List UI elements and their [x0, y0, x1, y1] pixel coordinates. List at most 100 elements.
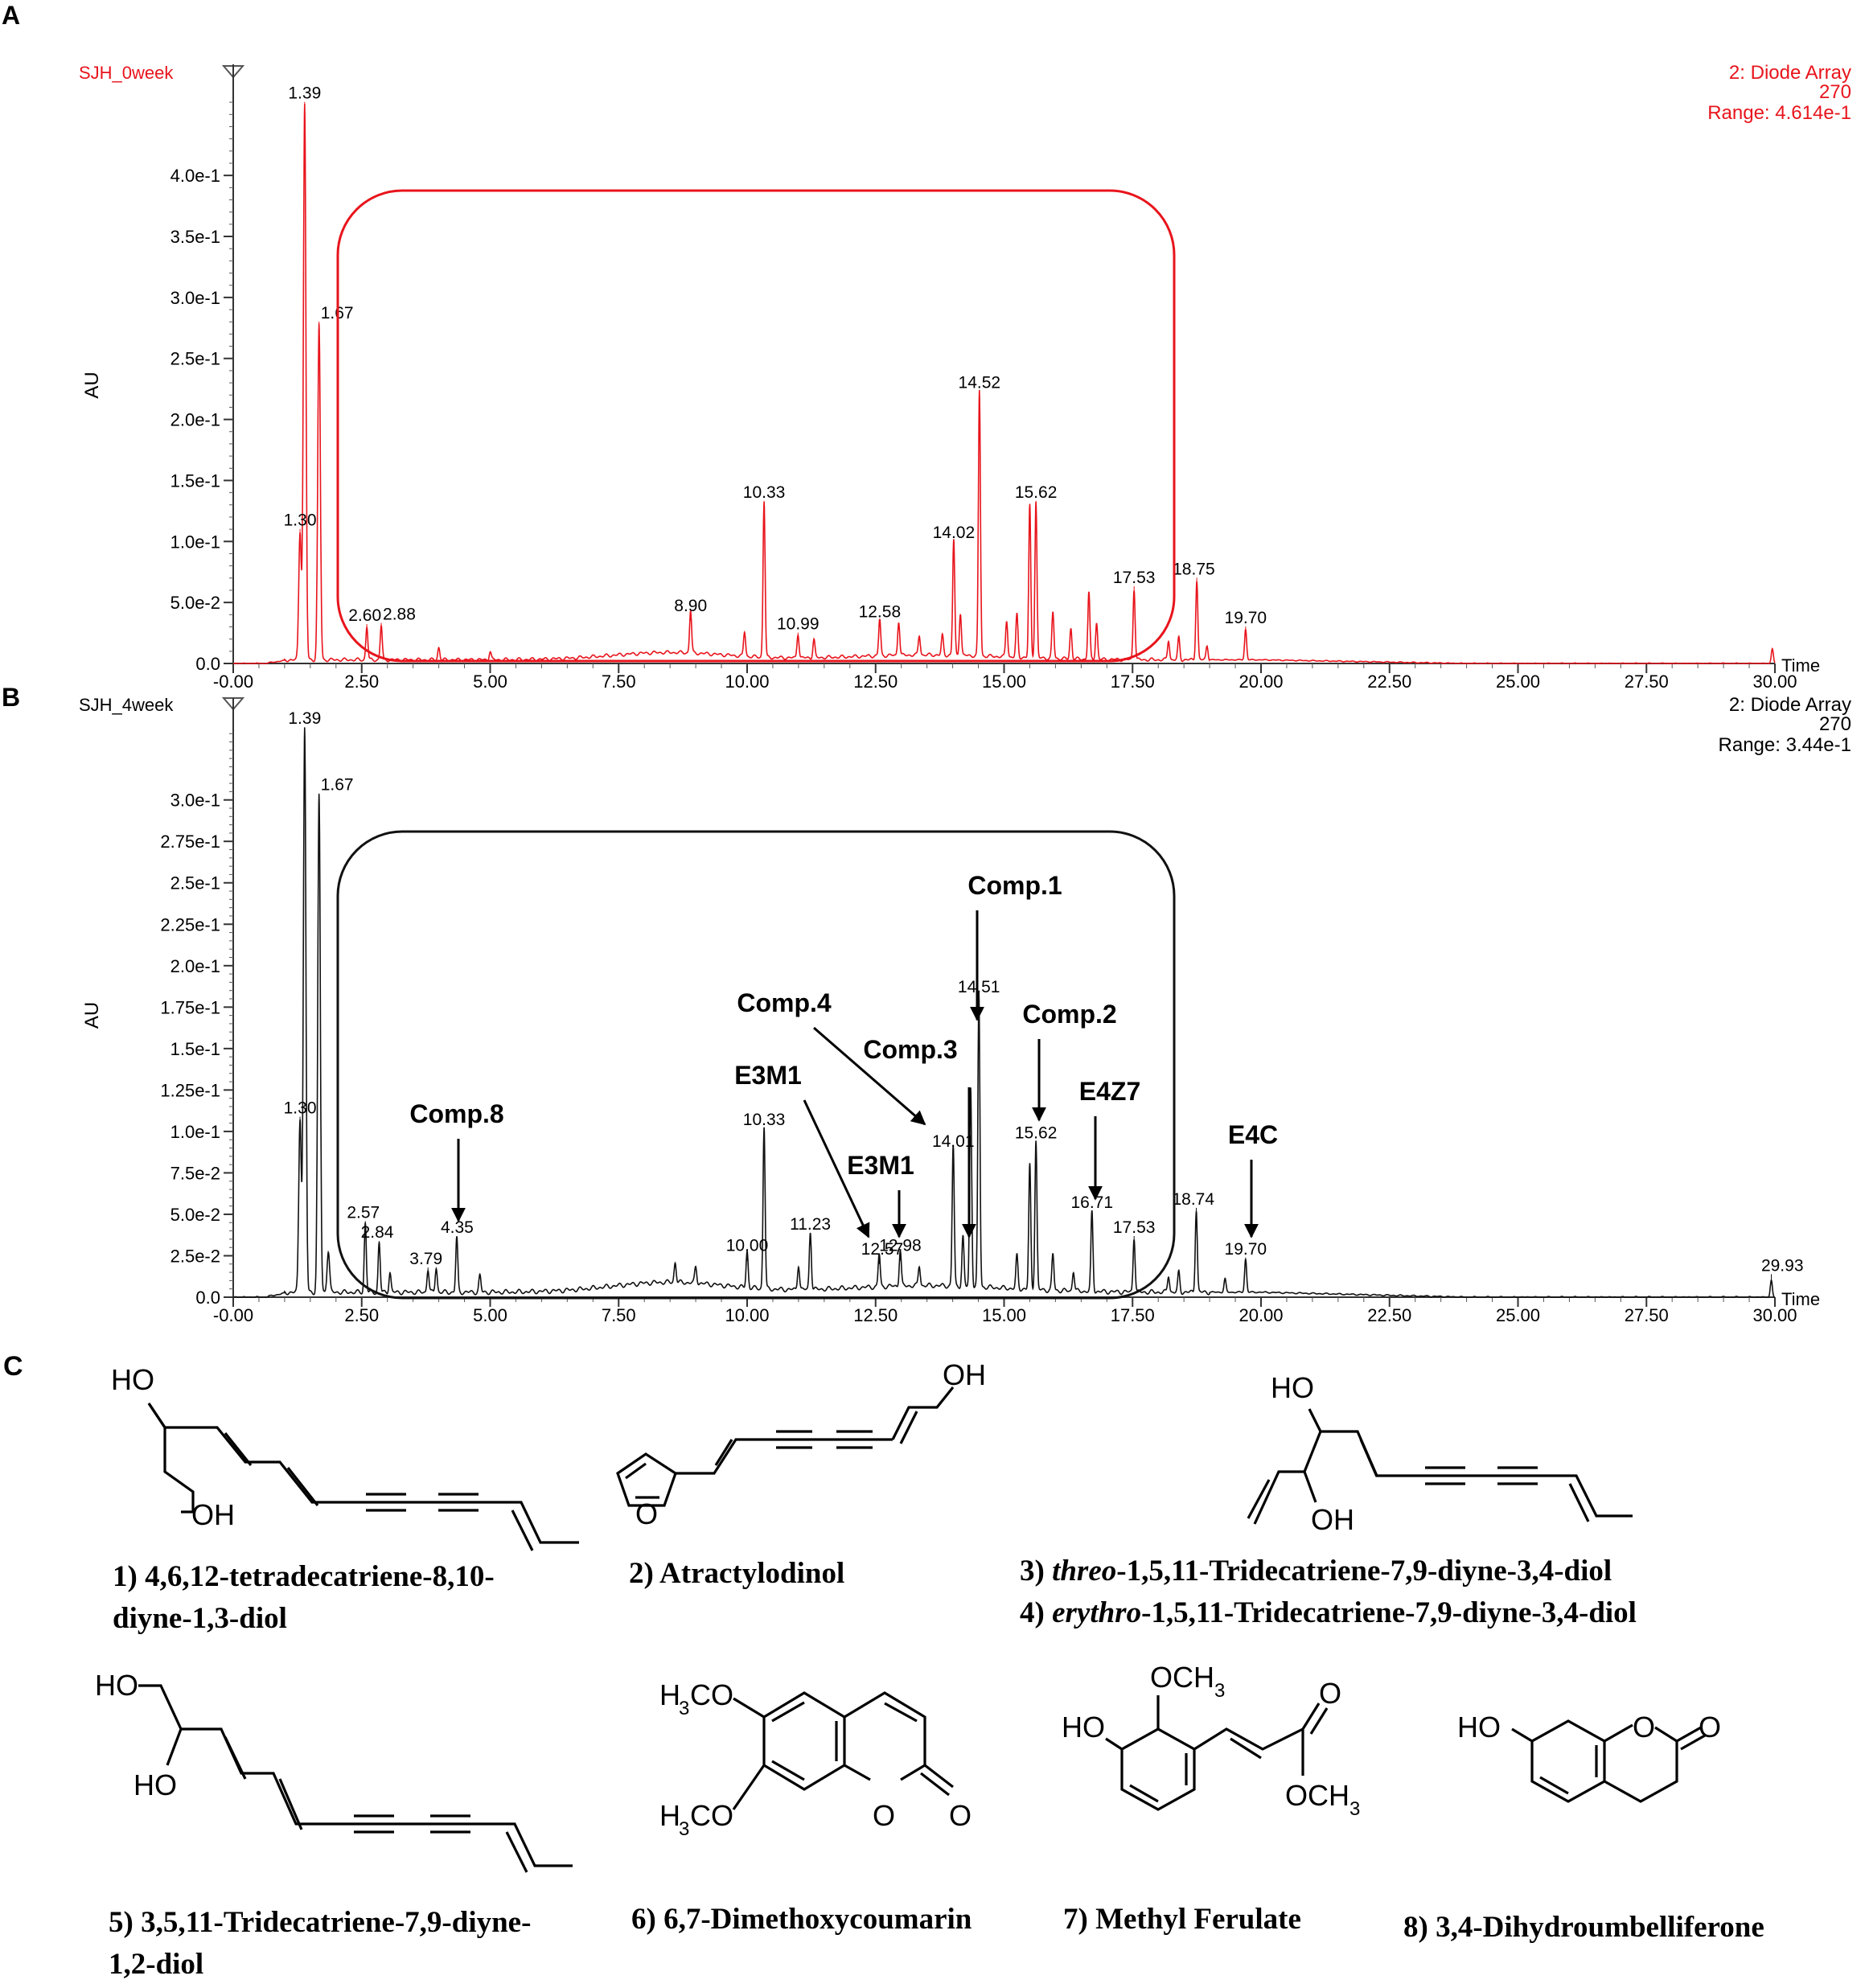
annotation-label: Comp.2: [1022, 1000, 1116, 1029]
bond-line: [138, 1684, 183, 1766]
peak-label: 14.52: [959, 373, 1001, 392]
peak-label: 10.99: [777, 615, 820, 634]
caption-compound-8: 8) 3,4-Dihydroumbelliferone: [1403, 1910, 1764, 1945]
y-tick-label: 0.0: [195, 1288, 220, 1308]
atom-label-o: O: [1633, 1711, 1655, 1744]
atom-label-o: O: [1699, 1711, 1721, 1744]
caption-compound-8-line-1: 8) 3,4-Dihydroumbelliferone: [1403, 1911, 1764, 1944]
range-label: Range: 4.614e-1: [1707, 102, 1851, 124]
annotation-label: Comp.1: [967, 871, 1062, 900]
x-tick-label: 5.00: [473, 672, 507, 692]
peak-label: 2.57: [347, 1203, 380, 1222]
y-tick-label: 1.0e-1: [170, 1122, 220, 1142]
atom-label-oh: OH: [191, 1498, 235, 1531]
structure-compound-3-4: HO OH: [1247, 1371, 1633, 1536]
atom-label-ho: HO: [1271, 1371, 1314, 1404]
bond-line: [676, 1438, 768, 1475]
peak-label: 14.02: [933, 524, 976, 542]
structure-compound-1: HO OH: [111, 1363, 579, 1551]
y-tick-label: 2.25e-1: [160, 914, 220, 934]
bond-line: [1105, 1737, 1123, 1751]
atom-label-och: OCH: [1285, 1779, 1349, 1812]
bond-line: [1604, 1726, 1678, 1803]
panel-label: A: [2, 1, 20, 30]
x-tick-label: 27.50: [1625, 1305, 1669, 1325]
y-tick-label: 2.0e-1: [170, 956, 220, 976]
peak-label: 12.58: [859, 602, 902, 621]
annotation-label: E4Z7: [1079, 1077, 1140, 1106]
atom-label-ho: HO: [134, 1768, 177, 1801]
y-axis-label: AU: [81, 1002, 103, 1029]
x-axis-label: Time: [1781, 655, 1820, 676]
x-tick-label: 5.00: [473, 1305, 507, 1325]
peak-label: 17.53: [1113, 1218, 1156, 1237]
x-tick-label: 30.00: [1752, 672, 1797, 692]
atom-label-h3co-h: H: [659, 1799, 680, 1832]
x-tick-label: 30.00: [1752, 1305, 1797, 1325]
atom-label-och-3: 3: [1214, 1680, 1225, 1702]
x-tick-label: 10.00: [725, 672, 769, 692]
bond-line: [899, 1411, 918, 1444]
bond-line: [505, 1831, 528, 1873]
bond-line: [224, 1736, 247, 1780]
bond-line: [278, 1778, 303, 1830]
bond-line: [771, 1701, 805, 1723]
bond-line: [181, 1727, 338, 1826]
sample-name: SJH_4week: [79, 695, 174, 715]
wavelength-label: 270: [1819, 713, 1851, 735]
y-tick-label: 2.0e-1: [170, 410, 220, 430]
peak-label: 14.01: [932, 1132, 975, 1151]
bond-line: [884, 1702, 918, 1723]
x-tick-label: 12.50: [853, 1305, 898, 1325]
peak-label: 12.98: [879, 1237, 922, 1255]
bond-line: [771, 1760, 805, 1781]
peak-label: 15.62: [1015, 483, 1058, 502]
peak-label: 1.30: [284, 1099, 317, 1118]
bond-line: [1568, 1483, 1590, 1522]
bond-line: [924, 1764, 954, 1789]
bond-line: [1253, 1470, 1304, 1525]
bond-line: [844, 1764, 871, 1781]
peak-label: 1.39: [288, 84, 321, 103]
bond-line: [625, 1462, 647, 1480]
bond-line: [511, 1509, 534, 1551]
peak-label: 19.70: [1225, 609, 1267, 627]
bond-line: [844, 1691, 926, 1781]
annotation-label: E3M1: [847, 1151, 914, 1180]
bond-line: [762, 1691, 846, 1791]
bond-line: [1604, 1723, 1633, 1743]
sample-name: SJH_0week: [79, 63, 174, 83]
y-tick-label: 1.0e-1: [170, 532, 220, 552]
x-tick-label: -0.00: [213, 672, 253, 692]
bond-line: [147, 1403, 195, 1514]
chromatogram-trace: [233, 727, 1775, 1298]
peak-label: 11.23: [790, 1215, 831, 1234]
bond-line: [1301, 1703, 1321, 1730]
bond-line: [1247, 1479, 1271, 1519]
annotation-label: Comp.4: [737, 988, 832, 1017]
caption-compound-5-line-1: 5) 3,5,11-Tridecatriene-7,9-diyne-: [109, 1906, 532, 1939]
x-tick-label: 22.50: [1367, 1305, 1411, 1325]
caption-compound-3-rest: -1,5,11-Tridecatriene-7,9-diyne-3,4-diol: [1116, 1555, 1612, 1588]
peak-label: 1.39: [288, 709, 321, 728]
annotation-arrow: [813, 1026, 926, 1126]
bond-line: [1193, 1727, 1304, 1751]
x-tick-label: 15.00: [982, 672, 1026, 692]
caption-compound-4-rest: -1,5,11-Tridecatriene-7,9-diyne-3,4-diol: [1141, 1596, 1637, 1629]
x-tick-label: 12.50: [853, 672, 898, 692]
atom-label-ho: HO: [95, 1669, 138, 1702]
y-tick-label: 4.0e-1: [170, 166, 220, 186]
wavelength-label: 270: [1819, 81, 1851, 103]
x-tick-label: 10.00: [725, 1305, 769, 1325]
peak-label: 3.79: [409, 1250, 442, 1268]
x-tick-label: 2.50: [344, 672, 379, 692]
peak-label: 17.53: [1113, 569, 1156, 587]
y-tick-label: 1.75e-1: [160, 997, 220, 1017]
bond-line: [497, 1501, 579, 1544]
peak-label: 1.30: [284, 511, 317, 530]
peak-label: 2.88: [383, 606, 416, 624]
panel-label: B: [2, 683, 20, 712]
atom-label-ho: HO: [1457, 1711, 1501, 1744]
y-tick-label: 2.5e-1: [170, 349, 220, 369]
y-tick-label: 2.5e-1: [170, 873, 220, 893]
